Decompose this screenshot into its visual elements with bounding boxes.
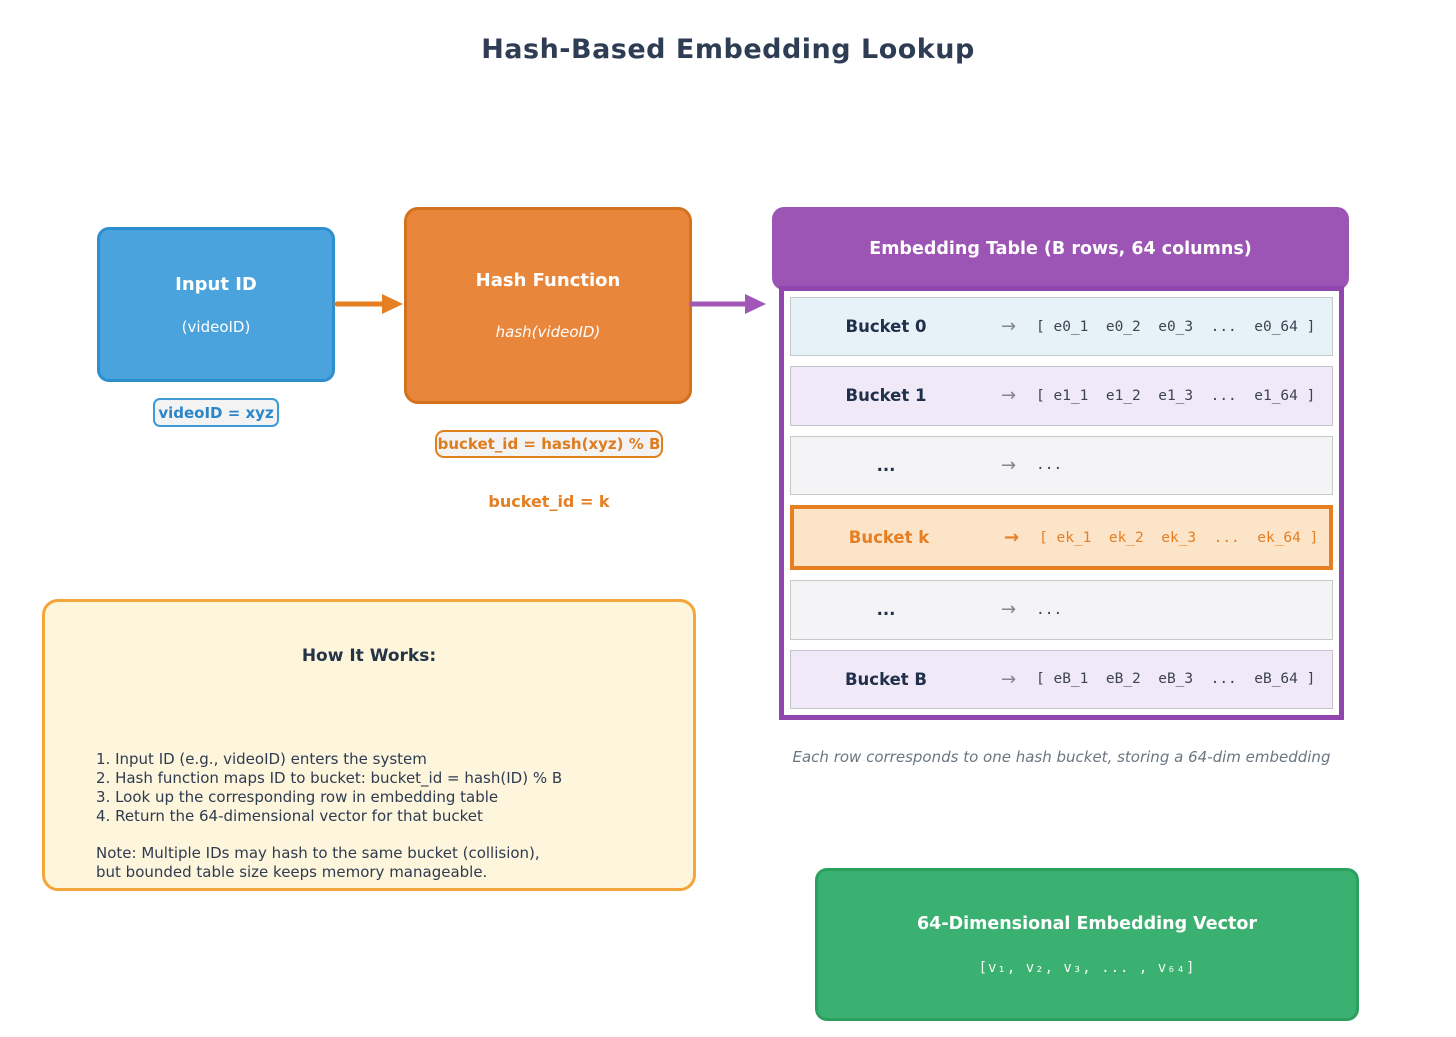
step-3: 3. Look up the corresponding row in embe… xyxy=(96,788,499,806)
row-arrow-icon: → xyxy=(1000,316,1017,338)
bucket-values: ... xyxy=(1036,457,1063,474)
output-vector-title: 64-Dimensional Embedding Vector xyxy=(916,913,1258,934)
row-arrow-icon: → xyxy=(1003,527,1020,549)
bucket-label: Bucket 1 xyxy=(845,386,927,406)
row-arrow-icon: → xyxy=(1000,599,1017,621)
bucket-values: [ eB_1 eB_2 eB_3 ... eB_64 ] xyxy=(1036,671,1316,688)
step-1: 1. Input ID (e.g., videoID) enters the s… xyxy=(96,750,427,768)
bucket-label: ... xyxy=(876,600,896,620)
bucket-label: Bucket k xyxy=(848,528,930,548)
table-row-bucket-0: Bucket 0 → [ e0_1 e0_2 e0_3 ... e0_64 ] xyxy=(790,297,1333,357)
hash-function-title: Hash Function xyxy=(475,270,621,291)
bucket-values: ... xyxy=(1036,601,1063,618)
bucket-label: ... xyxy=(876,455,896,475)
embedding-table-header-text: Embedding Table (B rows, 64 columns) xyxy=(869,238,1252,259)
hash-function-box: Hash Function hash(videoID) xyxy=(404,207,692,404)
bucket-label: Bucket B xyxy=(844,669,928,689)
video-id-value-label: videoID = xyz xyxy=(153,398,279,427)
bucket-values: [ e1_1 e1_2 e1_3 ... e1_64 ] xyxy=(1036,387,1316,404)
note-line-1: Note: Multiple IDs may hash to the same … xyxy=(96,844,540,862)
flow-arrow-input-to-hash-icon xyxy=(334,294,403,314)
collision-note: Note: Multiple IDs may hash to the same … xyxy=(96,844,663,882)
table-row-bucket-b: Bucket B → [ eB_1 eB_2 eB_3 ... eB_64 ] xyxy=(790,649,1333,709)
row-arrow-icon: → xyxy=(1000,668,1017,690)
bucket-id-result-label: bucket_id = k xyxy=(488,492,610,511)
row-arrow-icon: → xyxy=(1000,454,1017,476)
step-4: 4. Return the 64-dimensional vector for … xyxy=(96,807,483,825)
row-arrow-icon: → xyxy=(1000,385,1017,407)
table-row-bucket-1: Bucket 1 → [ e1_1 e1_2 e1_3 ... e1_64 ] xyxy=(790,366,1333,426)
table-row-ellipsis-lower: ... → ... xyxy=(790,580,1333,640)
embedding-table-header: Embedding Table (B rows, 64 columns) xyxy=(772,207,1349,290)
bucket-values: [ e0_1 e0_2 e0_3 ... e0_64 ] xyxy=(1036,318,1316,335)
how-it-works-steps: 1. Input ID (e.g., videoID) enters the s… xyxy=(96,750,663,882)
page-title: Hash-Based Embedding Lookup xyxy=(481,34,975,65)
step-2: 2. Hash function maps ID to bucket: buck… xyxy=(96,769,563,787)
input-id-title: Input ID xyxy=(175,273,257,295)
output-vector-values: [v₁, v₂, v₃, ... , v₆₄] xyxy=(978,959,1196,976)
table-caption: Each row corresponds to one hash bucket,… xyxy=(792,748,1331,766)
output-vector-box: 64-Dimensional Embedding Vector [v₁, v₂,… xyxy=(815,868,1359,1021)
flow-arrow-hash-to-table-icon xyxy=(689,294,766,314)
input-id-box: Input ID (videoID) xyxy=(97,227,335,382)
bucket-label: Bucket 0 xyxy=(845,317,927,337)
video-id-value-text: videoID = xyz xyxy=(158,403,274,422)
input-id-subtitle: (videoID) xyxy=(181,317,251,336)
bucket-values: [ ek_1 ek_2 ek_3 ... ek_64 ] xyxy=(1039,529,1319,546)
how-it-works-title: How It Works: xyxy=(301,646,437,666)
bucket-id-formula-text: bucket_id = hash(xyz) % B xyxy=(437,435,661,453)
embedding-table: Bucket 0 → [ e0_1 e0_2 e0_3 ... e0_64 ] … xyxy=(779,286,1344,720)
table-row-ellipsis-upper: ... → ... xyxy=(790,435,1333,495)
note-line-2: but bounded table size keeps memory mana… xyxy=(96,863,488,881)
bucket-id-formula-label: bucket_id = hash(xyz) % B xyxy=(435,430,663,458)
how-it-works-panel: How It Works: 1. Input ID (e.g., videoID… xyxy=(42,599,696,891)
hash-function-subtitle: hash(videoID) xyxy=(495,323,601,341)
table-row-bucket-k-highlighted: Bucket k → [ ek_1 ek_2 ek_3 ... ek_64 ] xyxy=(790,504,1333,571)
